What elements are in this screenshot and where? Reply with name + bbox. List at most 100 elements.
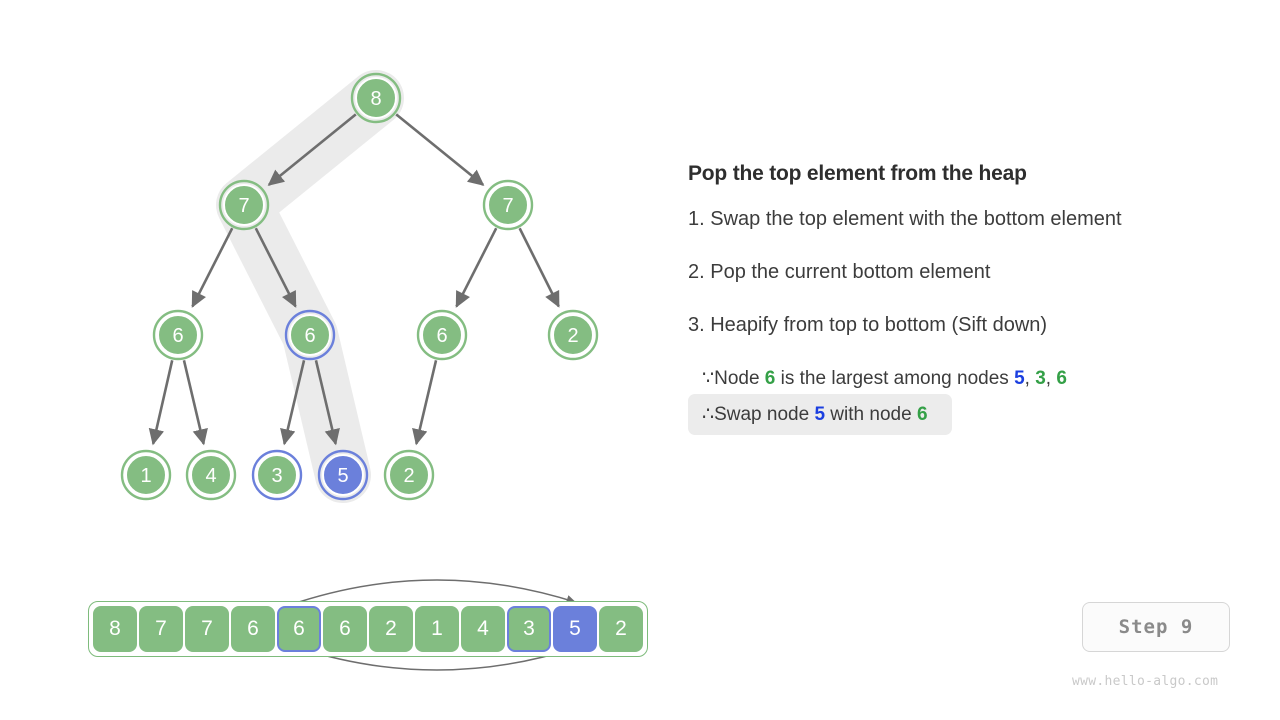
node-label: 1 (140, 465, 151, 487)
node-outer-ring (317, 449, 369, 501)
array-cell-value: 2 (385, 617, 397, 640)
node-label: 8 (370, 88, 381, 110)
tree-edge (314, 360, 340, 446)
node-label: 6 (172, 325, 183, 347)
node-outer-ring (152, 309, 204, 361)
node-label: 7 (502, 195, 513, 217)
array-cell-value: 2 (615, 617, 627, 640)
node-outer-ring (482, 179, 534, 231)
array-cell-value: 7 (201, 617, 213, 640)
reason-text-1: Node (714, 368, 765, 389)
node-outer-ring (218, 179, 270, 231)
node-body (421, 314, 463, 356)
node-outer-ring (547, 309, 599, 361)
tree-node-7[interactable]: 7 (482, 179, 534, 231)
node-label: 4 (205, 465, 216, 487)
reason-candidate-2: 3 (1035, 368, 1046, 389)
tree-edge (518, 227, 560, 308)
node-body (256, 454, 298, 496)
page-title: Pop the top element from the heap (688, 162, 1027, 185)
array-cell-2[interactable]: 7 (185, 606, 229, 652)
tree-node-4[interactable]: 4 (185, 449, 237, 501)
node-body (355, 77, 397, 119)
conclusion-text-2: with node (825, 404, 917, 425)
tree-edge (254, 227, 297, 308)
node-label: 6 (304, 325, 315, 347)
array-cell-0[interactable]: 8 (93, 606, 137, 652)
conclusion-text-1: Swap node (714, 404, 815, 425)
node-outer-ring (284, 309, 336, 361)
node-label: 3 (271, 465, 282, 487)
array-cell-1[interactable]: 7 (139, 606, 183, 652)
because-symbol: ∵ (702, 368, 715, 389)
tree-edge-layer (148, 113, 560, 446)
array-cell-8[interactable]: 4 (461, 606, 505, 652)
swap-arrow-forward (298, 579, 576, 604)
tree-node-6[interactable]: 6 (152, 309, 204, 361)
tree-edge (412, 360, 438, 446)
reason-text-2: is the largest among nodes (775, 368, 1015, 389)
highlight-path (216, 70, 404, 503)
array-cell-value: 4 (477, 617, 489, 640)
conclusion-line: ∴Swap node 5 with node 6 (688, 394, 952, 435)
step-item-1: 1. Swap the top element with the bottom … (688, 208, 1122, 230)
array-cell-value: 1 (431, 617, 443, 640)
reason-candidate-3: 6 (1056, 368, 1067, 389)
node-label: 6 (436, 325, 447, 347)
reason-sep-1: , (1024, 368, 1036, 389)
array-cell-9[interactable]: 3 (507, 606, 551, 652)
reason-candidate-1: 5 (1014, 368, 1025, 389)
tree-node-5[interactable]: 5 (317, 449, 369, 501)
tree-node-6[interactable]: 6 (284, 309, 336, 361)
tree-edge (455, 227, 498, 308)
node-outer-ring (185, 449, 237, 501)
reason-node-value: 6 (764, 368, 776, 389)
array-cell-value: 6 (293, 617, 305, 640)
node-label: 2 (567, 325, 578, 347)
reason-line: ∵Node 6 is the largest among nodes 5, 3,… (688, 367, 1248, 390)
node-body (125, 454, 167, 496)
tree-edge (182, 360, 208, 446)
tree-node-7[interactable]: 7 (218, 179, 270, 231)
therefore-symbol: ∴ (702, 404, 715, 425)
node-outer-ring (120, 449, 172, 501)
array-cell-value: 6 (247, 617, 259, 640)
node-body (487, 184, 529, 226)
conclusion-node-b: 6 (916, 404, 928, 425)
array-cell-3[interactable]: 6 (231, 606, 275, 652)
tree-edge (280, 360, 306, 446)
tree-node-8[interactable]: 8 (350, 72, 402, 124)
array-cell-7[interactable]: 1 (415, 606, 459, 652)
tree-node-6[interactable]: 6 (416, 309, 468, 361)
step-badge: Step 9 (1082, 602, 1230, 652)
tree-node-2[interactable]: 2 (383, 449, 435, 501)
array-cell-11[interactable]: 2 (599, 606, 643, 652)
array-cell-4[interactable]: 6 (277, 606, 321, 652)
conclusion-node-a: 5 (814, 404, 826, 425)
tree-node-3[interactable]: 3 (251, 449, 303, 501)
node-body (190, 454, 232, 496)
node-outer-ring (416, 309, 468, 361)
array-cell-value: 3 (523, 617, 535, 640)
node-body (289, 314, 331, 356)
step-item-3: 3. Heapify from top to bottom (Sift down… (688, 314, 1048, 336)
array-cell-5[interactable]: 6 (323, 606, 367, 652)
array-cell-value: 8 (109, 617, 121, 640)
tree-edge (395, 113, 485, 186)
tree-node-1[interactable]: 1 (120, 449, 172, 501)
sift-down-path-highlight (216, 70, 404, 503)
node-label: 7 (238, 195, 249, 217)
node-outer-ring (251, 449, 303, 501)
node-outer-ring (383, 449, 435, 501)
reason-sep-2: , (1045, 368, 1057, 389)
array-cell-value: 5 (569, 617, 581, 640)
array-cell-10[interactable]: 5 (553, 606, 597, 652)
site-watermark: www.hello-algo.com (1072, 674, 1219, 689)
array-cell-6[interactable]: 2 (369, 606, 413, 652)
tree-node-2[interactable]: 2 (547, 309, 599, 361)
